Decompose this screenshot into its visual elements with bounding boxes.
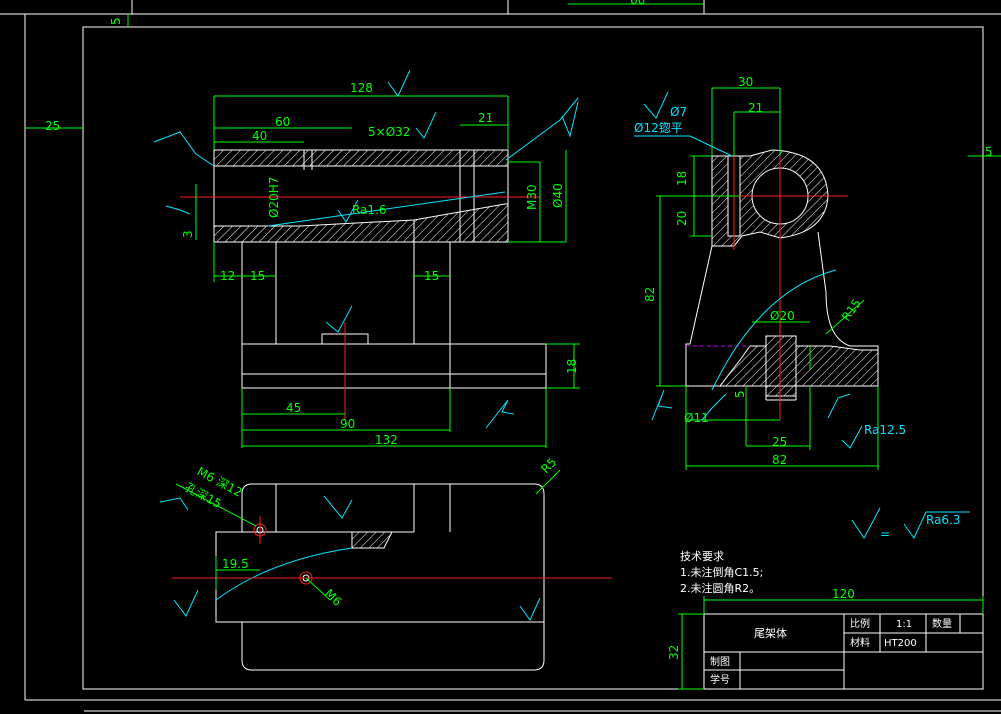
tech-req-title: 技术要求 [680,550,724,563]
border-dim-right: 5 [985,145,993,159]
dim-195: 19.5 [222,557,249,571]
border-dim-top: 5 [109,17,123,25]
dim-40: 40 [252,129,267,143]
tb-width-dim: 120 [832,587,855,601]
roughness-ra63: Ra6.3 [926,513,961,527]
dim-hole7: Ø7 [670,105,687,119]
tech-req-line1: 1.未注倒角C1.5; [680,565,763,579]
side-view: 30 21 Ø7 Ø12锪平 18 20 82 R15 Ø20 Ø11 5 25… [634,75,906,470]
tb-height-dim: 32 [667,645,681,660]
dim-bore: Ø20H7 [267,177,281,218]
dim-45: 45 [286,401,301,415]
dim-82h: 82 [772,453,787,467]
dim-d20: Ø20 [770,309,795,323]
dim-60: 60 [275,115,290,129]
dim-r5: R5 [538,455,559,476]
tech-req-line2: 2.未注圆角R2。 [680,581,760,595]
dim-cbore: Ø12锪平 [634,120,683,135]
dim-m30: M30 [525,184,539,210]
dim-132: 132 [375,433,398,447]
dim-d11: Ø11 [684,411,709,425]
dim-3: 3 [181,230,195,238]
title-block: 120 32 尾架体 比例 1:1 数量 材料 HT200 制图 学号 [667,587,984,690]
tb-part-name: 尾架体 [754,626,787,640]
tb-scale-value: 1:1 [896,619,912,630]
dim-30: 30 [738,75,753,89]
dim-18s: 18 [675,171,689,186]
dim-90: 90 [340,417,355,431]
dim-21s: 21 [748,101,763,115]
dim-18: 18 [565,359,579,374]
tech-requirements: 技术要求 1.未注倒角C1.5; 2.未注圆角R2。 [680,550,763,595]
top-view: M6 深12 孔深15 R5 19.5 M6 [159,455,612,671]
tb-drawn-label: 制图 [710,655,730,668]
ra-bore: Ra1.6 [352,203,387,217]
dim-15b: 15 [424,269,439,283]
dim-25: 25 [772,435,787,449]
dim-12: 12 [220,269,235,283]
tb-material-label: 材料 [850,636,870,649]
tb-qty-label: 数量 [932,617,952,630]
dim-d40: Ø40 [551,183,565,208]
dim-82v: 82 [643,287,657,302]
tb-scale-label: 比例 [850,617,870,630]
note-m6: M6 [322,586,345,609]
front-view: 128 60 40 5×Ø32 21 Ø20H7 Ra1.6 M30 Ø40 3… [153,69,580,448]
ra-125: Ra12.5 [864,423,906,437]
border-dim-left: 25 [45,119,60,133]
roughness-note: = Ra6.3 [851,507,970,541]
dim-5s: 5 [733,390,747,398]
dim-15a: 15 [250,269,265,283]
dim-128: 128 [350,81,373,95]
dim-21: 21 [478,111,493,125]
tb-student-label: 学号 [710,673,730,686]
tb-material-value: HT200 [884,638,917,649]
dim-holes: 5×Ø32 [368,125,410,139]
border-dim-top-ruler: 60 [630,0,645,7]
roughness-equals: = [880,527,890,541]
dim-20s: 20 [675,211,689,226]
